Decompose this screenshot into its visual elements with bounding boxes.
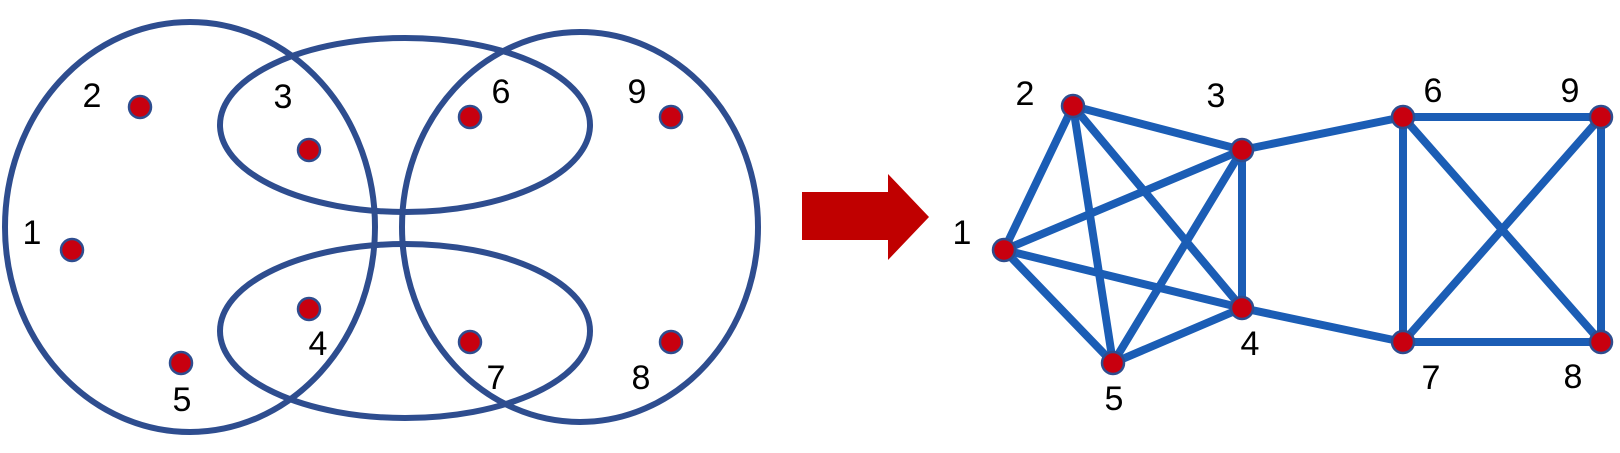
graph-node-label-7: 7 bbox=[1422, 359, 1441, 397]
graph-node-6 bbox=[1390, 104, 1416, 130]
graph-edge-2-5 bbox=[1069, 102, 1117, 367]
graph-edge-7-9 bbox=[1399, 113, 1605, 346]
right-arrow-icon bbox=[802, 174, 929, 260]
hypergraph-node-label-2: 2 bbox=[83, 77, 102, 115]
hypergraph-node-4 bbox=[296, 296, 322, 322]
hyperedge-1-2-3-4-5 bbox=[2, 19, 378, 435]
hypergraph-node-1 bbox=[59, 237, 85, 263]
graph-edge-3-6 bbox=[1238, 113, 1407, 154]
graph-node-8 bbox=[1588, 329, 1614, 355]
hyperedge-4-7 bbox=[217, 241, 593, 421]
graph-node-4 bbox=[1229, 295, 1255, 321]
graph-edge-2-3 bbox=[1069, 102, 1246, 154]
hypergraph-node-label-9: 9 bbox=[628, 73, 647, 111]
hypergraph-node-3 bbox=[296, 137, 322, 163]
graph-node-group: 1 2 3 4 5 6 7 8 9 bbox=[953, 72, 1614, 418]
hypergraph-node-label-6: 6 bbox=[492, 73, 511, 111]
graph-edge-3-5 bbox=[1109, 146, 1246, 367]
graph-node-2 bbox=[1060, 93, 1086, 119]
graph-node-1 bbox=[991, 237, 1017, 263]
graph-node-3 bbox=[1229, 137, 1255, 163]
graph-node-label-2: 2 bbox=[1016, 75, 1035, 113]
hypergraph-node-label-7: 7 bbox=[487, 359, 506, 397]
hypergraph-node-label-1: 1 bbox=[23, 214, 42, 252]
graph-node-7 bbox=[1390, 329, 1416, 355]
graph-node-label-4: 4 bbox=[1241, 325, 1260, 363]
hypergraph-node-label-4: 4 bbox=[309, 325, 328, 363]
hypergraph-node-label-5: 5 bbox=[173, 381, 192, 419]
graph-edge-group bbox=[1000, 102, 1605, 367]
hypergraph-node-5 bbox=[168, 350, 194, 376]
hypergraph-node-9 bbox=[658, 104, 684, 130]
graph-edge-1-5 bbox=[1000, 246, 1117, 367]
graph-edge-2-4 bbox=[1069, 102, 1246, 312]
hypergraph-node-6 bbox=[457, 104, 483, 130]
hypergraph-node-8 bbox=[658, 329, 684, 355]
hypergraph-node-2 bbox=[127, 94, 153, 120]
hyperedge-3-6 bbox=[217, 35, 593, 215]
hypergraph-node-group: 1 2 3 4 5 6 7 8 9 bbox=[23, 73, 684, 419]
graph-edge-1-4 bbox=[1000, 246, 1246, 312]
graph-node-5 bbox=[1100, 350, 1126, 376]
hyperedge-group bbox=[2, 19, 761, 435]
hypergraph-node-7 bbox=[457, 329, 483, 355]
graph-node-label-1: 1 bbox=[953, 214, 972, 252]
hyperedge-6-7-8-9 bbox=[399, 29, 761, 425]
graph-edge-1-3 bbox=[1000, 146, 1246, 254]
graph-edge-1-2 bbox=[1000, 102, 1077, 254]
graph-node-label-3: 3 bbox=[1207, 77, 1226, 115]
graph-node-9 bbox=[1588, 104, 1614, 130]
graph-node-label-6: 6 bbox=[1424, 72, 1443, 110]
graph-node-label-9: 9 bbox=[1561, 72, 1580, 110]
hypergraph-node-label-8: 8 bbox=[632, 359, 651, 397]
hypergraph-node-label-3: 3 bbox=[274, 78, 293, 116]
graph-node-label-8: 8 bbox=[1564, 358, 1583, 396]
graph-edge-4-7 bbox=[1238, 304, 1407, 346]
transform-arrow-group bbox=[802, 174, 929, 260]
graph-edge-4-5 bbox=[1109, 304, 1246, 367]
graph-node-label-5: 5 bbox=[1105, 380, 1124, 418]
